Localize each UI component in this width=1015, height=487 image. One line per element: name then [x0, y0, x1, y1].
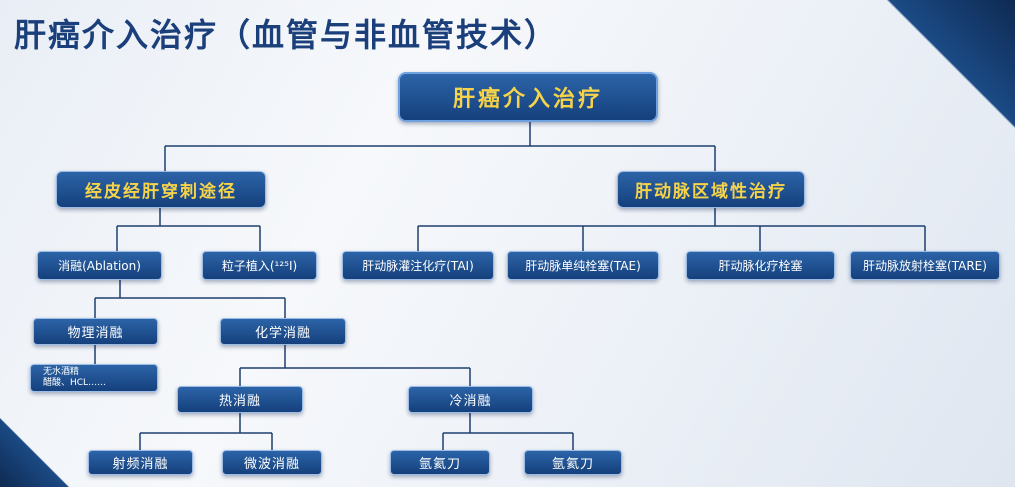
connector-cold: [442, 413, 574, 450]
connector-branch-b: [417, 208, 926, 251]
arterial-item-tace: 肝动脉化疗栓塞: [686, 251, 835, 280]
arterial-item-tare: 肝动脉放射栓塞(TARE): [850, 251, 1000, 280]
arterial-item-tai: 肝动脉灌注化疗(TAI): [342, 251, 494, 280]
argon-helium-knife-node-1: 氩氦刀: [390, 450, 490, 475]
connector-ablation: [94, 280, 286, 318]
connector-chemical: [239, 345, 471, 386]
page-title: 肝癌介入治疗（血管与非血管技术）: [14, 16, 559, 54]
physical-note-line-1: 无水酒精: [43, 367, 80, 377]
cold-ablation-node: 冷消融: [408, 386, 533, 413]
physical-note-line-2: 醋酸、HCL……: [43, 378, 107, 388]
physical-ablation-node: 物理消融: [33, 318, 158, 345]
rf-ablation-node: 射频消融: [88, 450, 193, 475]
thermal-ablation-node: 热消融: [177, 386, 303, 413]
connector-root: [164, 122, 716, 171]
arterial-item-tae: 肝动脉单纯栓塞(TAE): [507, 251, 659, 280]
connector-thermal: [139, 413, 273, 450]
physical-ablation-note: 无水酒精 醋酸、HCL……: [30, 364, 158, 392]
chemical-ablation-node: 化学消融: [220, 318, 346, 345]
branch-percutaneous-node: 经皮经肝穿刺途径: [56, 171, 266, 208]
seed-implant-node: 粒子植入(¹²⁵I): [202, 251, 317, 280]
corner-decoration-bottom-left: [0, 397, 80, 487]
ablation-node: 消融(Ablation): [37, 251, 162, 280]
microwave-ablation-node: 微波消融: [222, 450, 322, 475]
root-node: 肝癌介入治疗: [398, 72, 658, 122]
corner-decoration-top-right: [875, 0, 1015, 140]
connector-branch-a: [116, 208, 261, 251]
branch-arterial-node: 肝动脉区域性治疗: [617, 171, 805, 208]
argon-helium-knife-node-2: 氩氦刀: [524, 450, 622, 475]
